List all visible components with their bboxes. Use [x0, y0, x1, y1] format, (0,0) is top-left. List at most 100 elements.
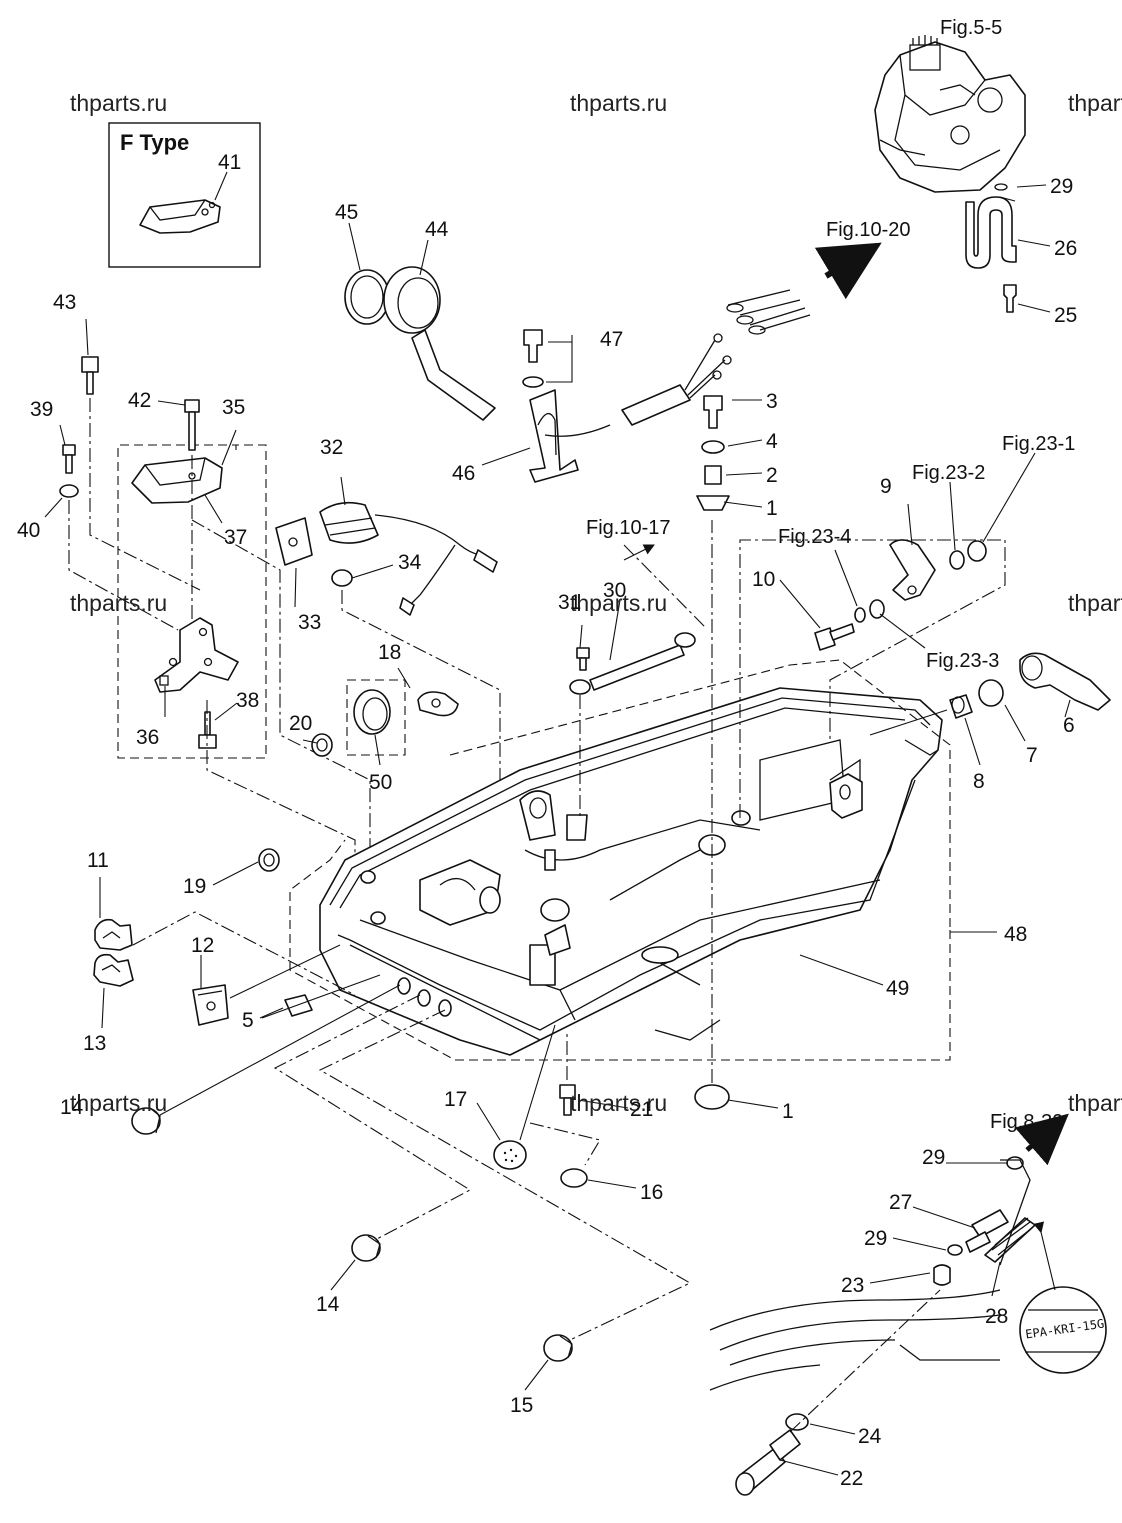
watermark: thparts.ru — [1068, 90, 1122, 116]
part-label-31: 31 — [558, 591, 582, 614]
part-label-14: 14 — [316, 1293, 340, 1316]
part-41-bracket — [139, 199, 221, 234]
part-13-grommet — [93, 953, 134, 987]
watermark: thparts.ru — [570, 90, 668, 116]
part-label-41: 41 — [218, 151, 242, 174]
part-label-1: 1 — [766, 497, 778, 520]
figure-ref-fig-23-2: Fig.23-2 — [912, 462, 986, 484]
part-label-4: 4 — [766, 430, 778, 453]
part-17-filter-plug — [493, 1140, 527, 1170]
part-1b-grommet — [694, 1084, 730, 1110]
part-label-49: 49 — [886, 977, 910, 1000]
part-9-lever — [889, 539, 936, 601]
part-38-screw — [198, 711, 217, 749]
watermark: thparts.ru — [570, 590, 668, 616]
part-label-45: 45 — [335, 201, 359, 224]
part-label-5: 5 — [242, 1009, 254, 1032]
figure-ref-fig-23-1: Fig.23-1 — [1002, 433, 1076, 455]
part-23-grommet — [933, 1264, 951, 1286]
part-label-16: 16 — [640, 1181, 664, 1204]
alignment-line-16 — [529, 1122, 601, 1166]
alignment-line-22 — [789, 1289, 941, 1433]
leader-lines — [44, 171, 1071, 1476]
figure-ref-fig-10-17: Fig.10-17 — [586, 517, 671, 539]
part-29c-clip — [947, 1244, 963, 1256]
part-label-18: 18 — [378, 641, 402, 664]
part-label-42: 42 — [128, 389, 152, 412]
part-label-20: 20 — [289, 712, 313, 735]
part-label-39: 39 — [30, 398, 54, 421]
part-fig23-2-washer — [949, 550, 965, 570]
part-label-44: 44 — [425, 218, 449, 241]
part-label-13: 13 — [83, 1032, 107, 1055]
part-36-bracket — [154, 617, 239, 693]
watermark: thparts.ru — [70, 1090, 168, 1116]
leader-17-line — [519, 1024, 556, 1141]
part-label-28: 28 — [985, 1305, 1009, 1328]
part-fig23-3-washer — [869, 599, 885, 619]
part-47-bolt — [522, 329, 544, 388]
leader-8-line — [869, 709, 948, 736]
part-label-48: 48 — [1004, 923, 1028, 946]
alignment-line-43 — [89, 398, 201, 591]
part-label-24: 24 — [858, 1425, 882, 1448]
watermark: thparts.ru — [1068, 1090, 1122, 1116]
part-48-outline-top — [449, 659, 951, 930]
part-8-bushing — [949, 694, 973, 719]
f-type-title: F Type — [120, 130, 190, 155]
part-label-10: 10 — [752, 568, 776, 591]
alignment-line-15 — [318, 1009, 692, 1341]
part-50-seal — [353, 689, 391, 735]
part-label-3: 3 — [766, 390, 778, 413]
part-50-outline — [346, 679, 406, 756]
part-16-washer — [560, 1168, 588, 1188]
part-7-washer — [978, 679, 1004, 707]
part-label-19: 19 — [183, 875, 207, 898]
figure-ref-fig-23-4: Fig.23-4 — [778, 526, 852, 548]
watermark: thparts.ru — [70, 590, 168, 616]
part-33-bracket — [275, 517, 313, 566]
part-20-grommet — [311, 733, 333, 757]
part-label-29: 29 — [922, 1146, 946, 1169]
part-5-block — [284, 994, 313, 1017]
part-37-bracket — [131, 457, 223, 504]
part-14a-plug — [131, 1107, 161, 1135]
leader-12-line — [229, 944, 341, 999]
part-label-33: 33 — [298, 611, 322, 634]
part-label-6: 6 — [1063, 714, 1075, 737]
part-label-9: 9 — [880, 475, 892, 498]
epa-stamp-lines — [1025, 1309, 1100, 1353]
alignment-line-30b — [623, 544, 706, 628]
part-42-screw — [184, 399, 200, 451]
part-46-bracket — [529, 389, 611, 483]
part-label-2: 2 — [766, 464, 778, 487]
part-label-14: 14 — [60, 1096, 84, 1119]
leader-47 — [546, 335, 573, 383]
part-32-switch-cable — [319, 501, 498, 616]
alignment-line-37 — [191, 519, 371, 860]
fig-10-17-arrow — [623, 544, 655, 561]
part-label-38: 38 — [236, 689, 260, 712]
fuel-hose-assembly — [965, 183, 1017, 313]
part-14b-plug — [351, 1234, 381, 1262]
part-fig23-4-washer — [854, 607, 866, 623]
watermark: thparts.ru — [570, 1090, 668, 1116]
part-18-grommet — [417, 691, 459, 717]
part-19-grommet — [258, 848, 280, 872]
part-29b-clip — [1006, 1156, 1024, 1170]
alignment-line-14b — [273, 994, 472, 1241]
part-label-12: 12 — [191, 934, 215, 957]
parts-1-2-3-4-stack — [696, 395, 730, 511]
leader-5-line — [261, 974, 381, 1019]
part-39-screw — [62, 444, 76, 474]
part-label-25: 25 — [1054, 304, 1078, 327]
part-34-washer — [331, 569, 353, 587]
part-label-26: 26 — [1054, 237, 1078, 260]
fig-8-39-arrow — [1014, 1113, 1069, 1166]
figure-ref-fig-10-20: Fig.10-20 — [826, 219, 911, 241]
part-31-screw — [576, 647, 590, 671]
part-label-32: 32 — [320, 436, 344, 459]
figure-ref-fig-5-5: Fig.5-5 — [940, 17, 1003, 39]
wire-harness-connector — [621, 289, 811, 426]
